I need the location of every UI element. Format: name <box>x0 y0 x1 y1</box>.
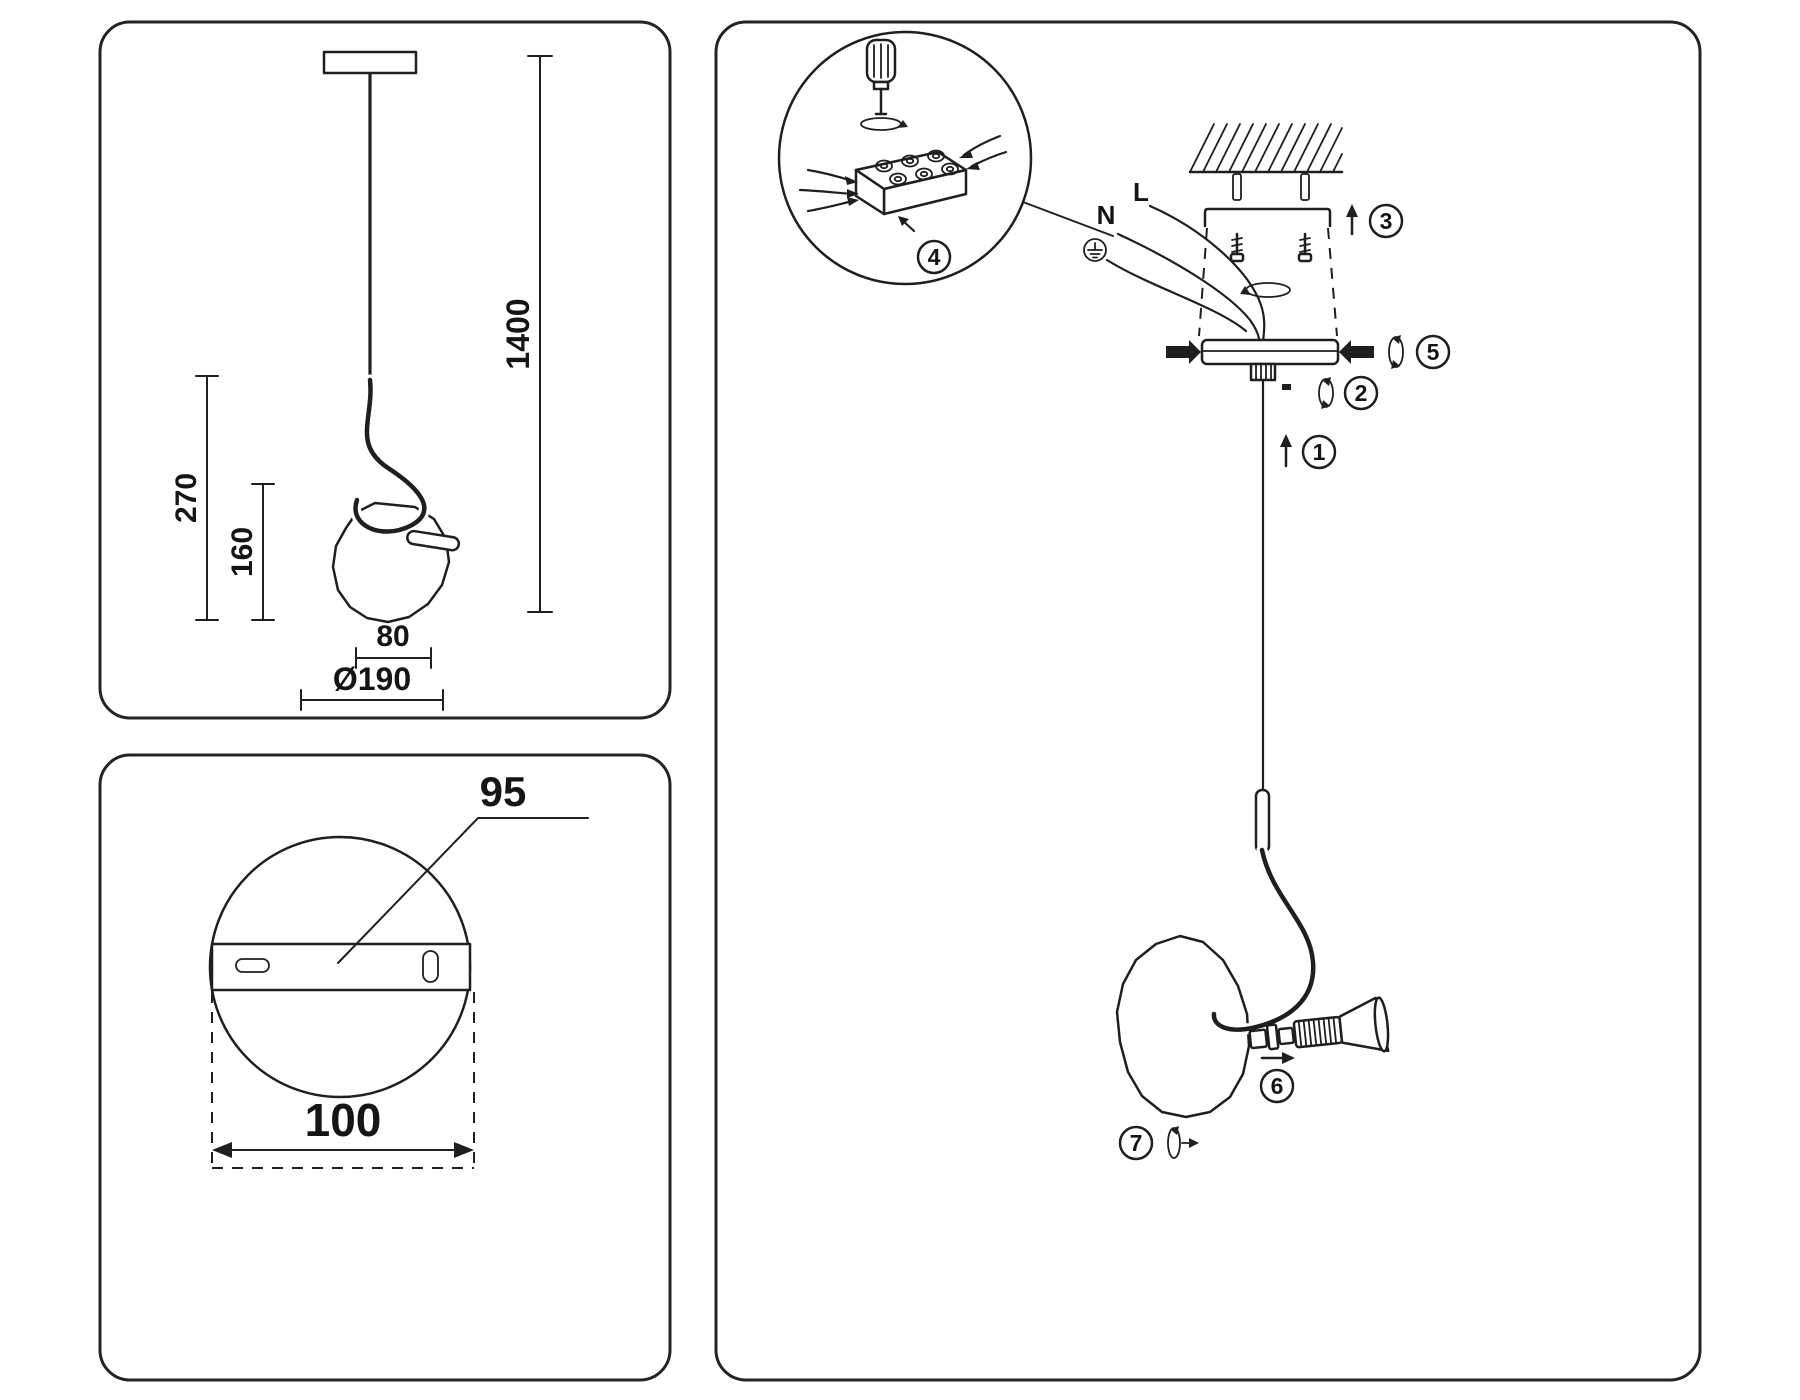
pendant-lamp-front-view: 1400 270 160 80 Ø190 <box>170 50 553 711</box>
push-arrow-right-icon <box>1339 340 1374 364</box>
spiral-cord <box>350 374 430 537</box>
canopy <box>1200 338 1340 390</box>
dim-canopy-diameter: Ø190 <box>300 661 444 711</box>
ceiling-plate <box>322 50 418 75</box>
push-arrow-left-icon <box>1166 340 1201 364</box>
dim-slot-spacing-label: 95 <box>480 768 527 815</box>
dim-shade-height: 160 <box>226 483 275 621</box>
bulb-tube <box>406 529 461 552</box>
screw-icon-left <box>1229 232 1245 263</box>
mounting-bracket <box>1203 207 1332 263</box>
projection-line-right <box>1327 227 1338 337</box>
installation-panel <box>714 20 1702 1382</box>
detail-leader-line <box>1022 201 1114 237</box>
step-7-annotation: 7 <box>1118 1125 1199 1161</box>
screwdriver-icon <box>860 38 908 131</box>
mount-slot <box>235 958 270 973</box>
canopy-plate-panel <box>98 753 672 1382</box>
step-6-annotation: 6 <box>1259 1052 1295 1104</box>
detail-wires <box>798 134 1008 233</box>
set-screw <box>1282 384 1291 390</box>
mount-hole <box>422 950 439 983</box>
screw-icon-right <box>1297 232 1313 263</box>
step-2-badge: 2 <box>1355 380 1368 406</box>
step-2-annotation: 2 <box>1318 375 1379 411</box>
live-wire-label: L <box>1133 177 1149 207</box>
neutral-wire-label: N <box>1097 200 1116 230</box>
dim-shade-height-label: 160 <box>226 527 259 577</box>
dim-total-height-label: 1400 <box>500 298 536 369</box>
dim-cord-height: 270 <box>170 375 219 621</box>
step-6-badge: 6 <box>1271 1073 1284 1099</box>
dim-slot-spacing: 95 <box>337 768 589 964</box>
dim-shade-width: 80 <box>355 620 432 669</box>
front-view-panel <box>98 20 672 720</box>
step-1-badge: 1 <box>1313 439 1326 465</box>
ground-symbol-icon <box>1083 238 1107 262</box>
dim-shade-width-label: 80 <box>376 620 409 653</box>
dim-cord-height-label: 270 <box>170 473 203 523</box>
dim-mount-spacing: 100 <box>211 992 475 1169</box>
step-4-badge: 4 <box>928 244 941 270</box>
projection-line-left <box>1198 227 1208 337</box>
wiring-detail-view <box>777 30 1114 286</box>
step-3-badge: 3 <box>1380 208 1393 234</box>
mains-wires: L N <box>1083 177 1266 346</box>
step-4-annotation: 4 <box>916 239 952 275</box>
stone-shade <box>331 501 451 624</box>
spiral-cord-install <box>1208 844 1319 1036</box>
wall-anchor-right <box>1300 173 1310 201</box>
cord-rod <box>1254 788 1271 854</box>
step-5-badge: 5 <box>1427 339 1440 365</box>
step-3-annotation: 3 <box>1346 203 1404 239</box>
dim-total-height: 1400 <box>500 55 553 613</box>
installation-diagram: L N <box>777 30 1451 1161</box>
ceiling-hatch <box>1188 123 1344 201</box>
canopy-top-view: 95 100 <box>208 768 589 1169</box>
step-1-annotation: 1 <box>1280 434 1337 470</box>
terminal-block-icon <box>854 149 968 216</box>
lamp-holder-assembly <box>1248 996 1390 1053</box>
wall-anchor-left <box>1232 173 1242 201</box>
rotate-canopy-icon <box>1240 282 1291 298</box>
step-5-annotation: 5 <box>1388 334 1451 370</box>
step-7-badge: 7 <box>1130 1130 1143 1156</box>
dim-canopy-diameter-label: Ø190 <box>333 661 411 697</box>
stone-shade-install <box>1115 934 1251 1119</box>
dim-mount-spacing-label: 100 <box>305 1094 382 1146</box>
